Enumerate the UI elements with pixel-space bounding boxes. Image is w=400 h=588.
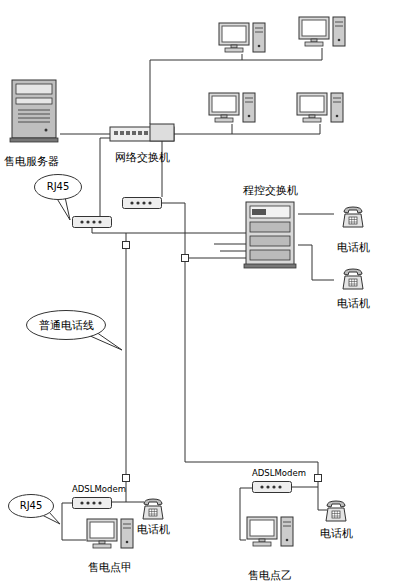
node-label: 电话机 [337,297,370,310]
cable-connector [62,503,86,540]
cable-connector [240,488,252,540]
bubble-ellipse [9,495,54,518]
cable-connector [298,245,334,280]
node-label: ADSLModem [72,484,126,494]
modem-icon [73,198,292,509]
callout-bubble: 普通电话线 [26,310,106,340]
device-node: 网络交换机 [110,124,174,164]
device-node: 电话机 [334,266,372,310]
node-label: 电话机 [337,241,370,254]
phone-icon [143,207,363,521]
device-node: 电话机 [314,498,358,540]
node-label: 程控交换机 [243,184,298,197]
splitter-icon [123,242,322,482]
cable-connector [298,214,334,215]
computer-icon [87,17,345,548]
node-label: RJ45 [47,181,70,193]
node-label: 电话机 [137,523,170,536]
node-label: RJ45 [20,500,43,512]
bubble-ellipse [27,311,106,340]
device-node: 售电点甲 [86,514,134,574]
device-node: 售电点乙 [246,512,294,582]
callout-bubble: RJ45 [34,174,82,200]
cable-connector [60,134,110,135]
node-label: 售电点乙 [248,569,292,582]
device-node: 程控交换机 [242,184,298,268]
node-label: 售电服务器 [4,155,59,168]
node-label: 售电点甲 [88,561,132,574]
bubble-ellipse [35,175,82,200]
node-label: ADSLModem [252,468,306,478]
node-label: 网络交换机 [115,151,170,164]
pbx-icon [244,202,296,268]
device-node: ADSLModem [72,484,124,512]
callout-bubble: RJ45 [8,494,54,518]
node-label: 普通电话线 [39,319,94,332]
device-node: 售电服务器 [2,76,60,168]
server-icon [10,80,58,142]
device-node: 电话机 [133,496,173,536]
wiring [92,48,327,510]
device-node: 电话机 [334,204,372,254]
node-label: 电话机 [320,527,353,540]
bubble-tail [56,197,70,220]
device-node: ADSLModem [252,468,304,496]
switch-icon [110,124,174,141]
